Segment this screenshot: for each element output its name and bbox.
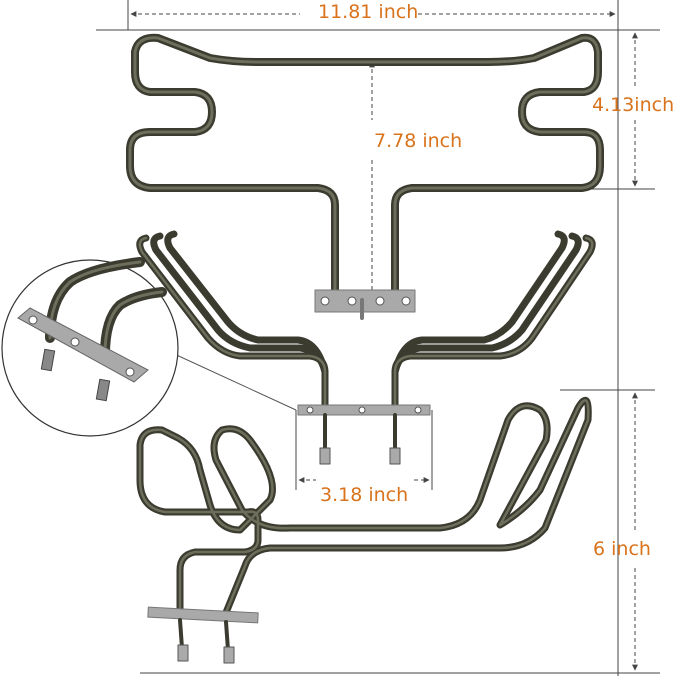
bottom-height-dimension-label: 6 inch bbox=[593, 538, 651, 560]
callout-bracket bbox=[17, 307, 149, 383]
bottom-terminal-right bbox=[223, 646, 235, 664]
middle-terminal-right bbox=[389, 447, 401, 465]
top-heating-element bbox=[126, 33, 604, 320]
middle-terminal-left bbox=[319, 447, 331, 465]
middle-heating-element bbox=[136, 230, 596, 465]
dimension-lines bbox=[96, 0, 660, 676]
top-height-dimension-label: 4.13inch bbox=[592, 94, 675, 116]
inner-height-dimension-label: 7.78 inch bbox=[374, 130, 463, 152]
bottom-heating-element bbox=[136, 396, 592, 664]
terminal-width-dimension-label: 3.18 inch bbox=[320, 484, 409, 506]
magnifier-circle-icon bbox=[1, 257, 297, 437]
width-dimension-label: 11.81 inch bbox=[318, 1, 419, 23]
bottom-mounting-bracket bbox=[147, 606, 259, 624]
top-mounting-bracket bbox=[314, 289, 416, 313]
bottom-terminal-left bbox=[177, 644, 189, 662]
